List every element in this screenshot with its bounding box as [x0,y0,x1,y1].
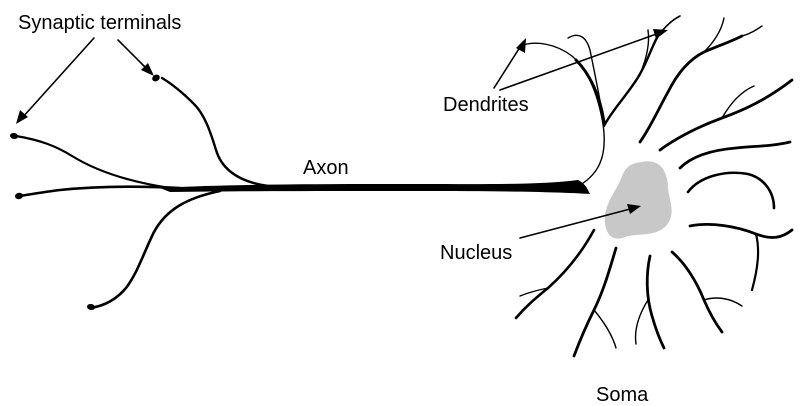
synaptic-terminal [10,132,19,139]
dendrite [647,256,664,348]
dendrite [516,230,594,318]
axon-branch [90,191,220,308]
label-axon: Axon [303,157,349,179]
axon-branch [162,78,268,186]
dendrite [660,80,792,150]
dendrite [636,300,649,344]
dendrite [640,36,742,142]
label-soma: Soma [596,384,649,406]
axon-branch [16,136,170,188]
dendrite [722,86,754,118]
label-nucleus: Nucleus [440,242,512,264]
arrowhead [653,29,668,39]
label-synaptic-terminals: Synaptic terminals [18,12,181,34]
dendrite [690,224,792,237]
synaptic-terminal [87,303,96,310]
dendrite [688,173,774,208]
dendrite [704,298,742,306]
annotation-arrows [16,29,668,238]
arrow-line [22,38,94,118]
dendrite [752,234,758,290]
arrowhead [16,110,28,124]
nucleus-shape [605,161,672,238]
dendrite [742,26,762,36]
axon-trunk [160,180,590,194]
axon-branch [20,187,180,196]
arrow-line [118,40,148,70]
dendrite [680,142,790,168]
label-dendrites: Dendrites [443,94,529,116]
dendrite [576,60,604,122]
arrow-line [494,44,522,88]
dendrite [568,35,604,124]
dendrite [520,43,604,188]
dendrite [574,248,616,356]
dendrite [672,252,722,332]
synaptic-terminal [15,192,24,200]
dendrite [594,310,616,348]
